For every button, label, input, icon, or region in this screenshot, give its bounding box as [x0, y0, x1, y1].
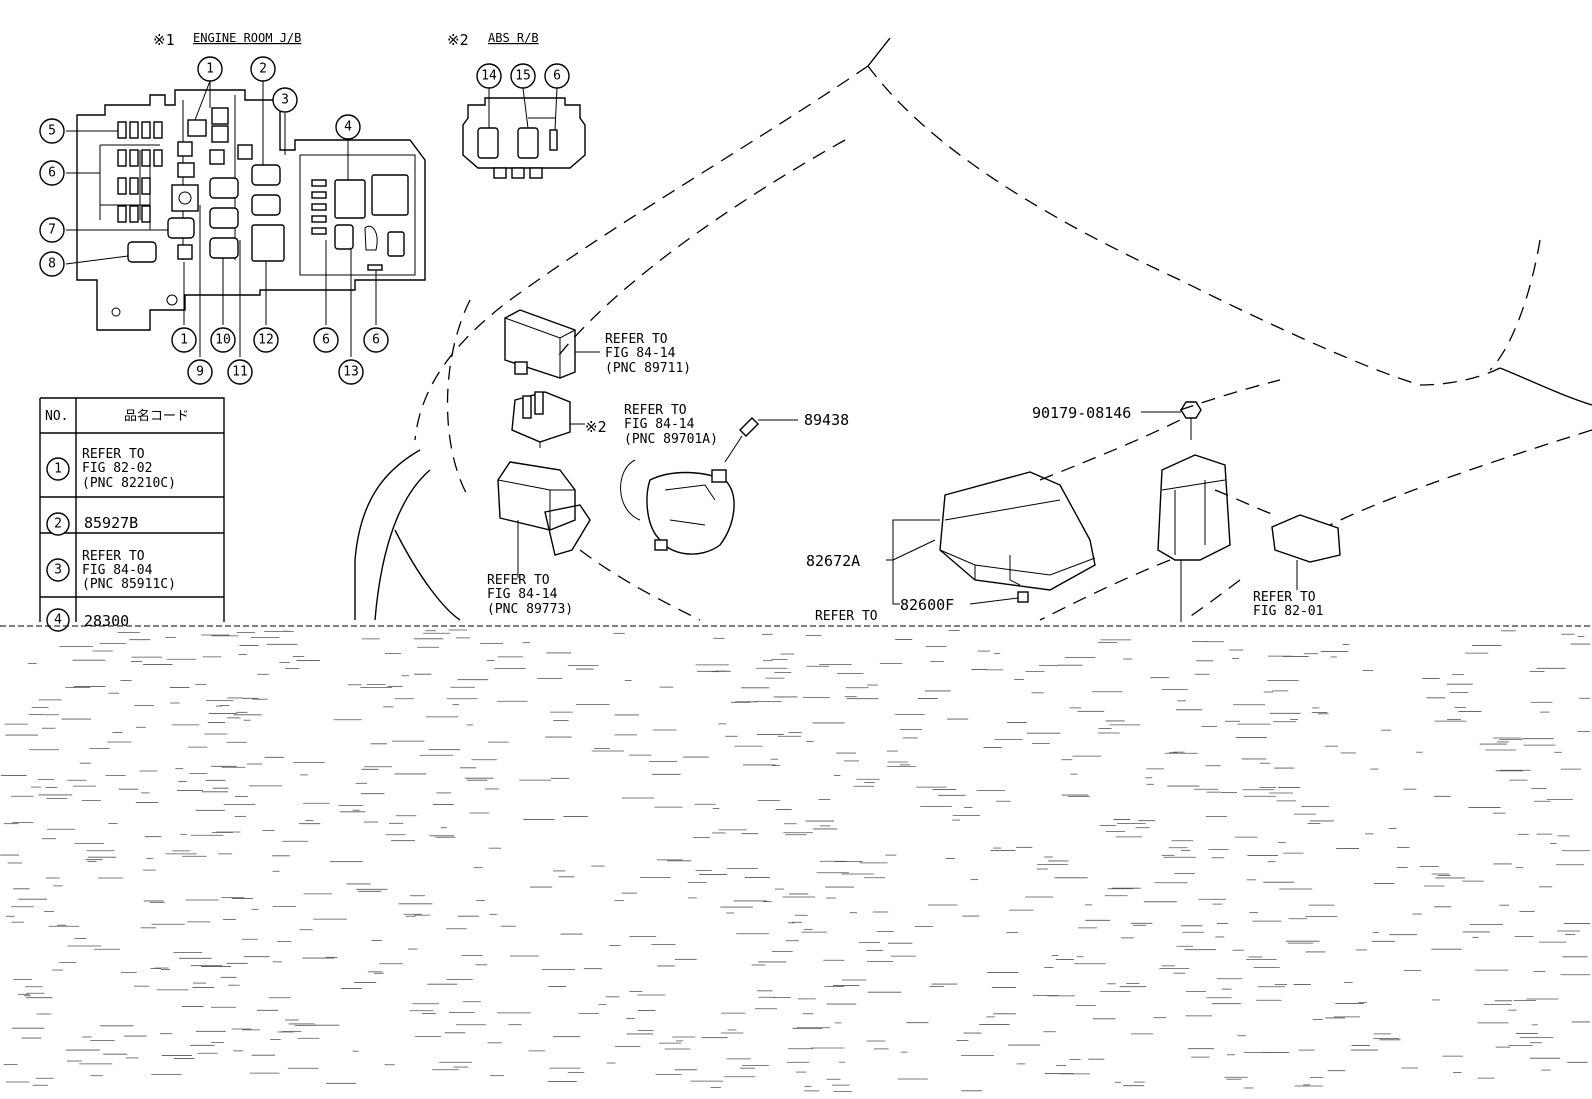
svg-text:6: 6: [553, 69, 561, 84]
fuse-box-bracket: [1157, 454, 1231, 622]
svg-text:11: 11: [232, 365, 248, 380]
svg-text:4: 4: [344, 120, 352, 135]
svg-text:9: 9: [196, 365, 204, 380]
sensor-label: 89438: [804, 411, 849, 429]
mounting-bolt: [1141, 401, 1202, 440]
svg-text:FIG 82-02: FIG 82-02: [82, 461, 152, 476]
jb1-callout: 12: [253, 327, 279, 353]
svg-text:8: 8: [48, 257, 56, 272]
body-outline: [354, 37, 1592, 621]
svg-text:(PNC 82210C): (PNC 82210C): [82, 476, 176, 491]
svg-text:12: 12: [258, 333, 274, 348]
abs-relay-block: [462, 87, 586, 179]
jb2-marker: ※2: [447, 31, 469, 49]
svg-text:1: 1: [180, 333, 188, 348]
fuse-box-cover: [939, 471, 1096, 591]
refer-to-label: REFER TO: [815, 609, 878, 624]
jb1-callout: 10: [210, 327, 236, 353]
relay-bottom-label: FIG 84-14: [487, 587, 558, 602]
scan-noise-area: [0, 629, 1590, 1093]
svg-text:6: 6: [372, 333, 380, 348]
relay-mid-label: FIG 84-14: [624, 417, 695, 432]
relay-top-label: REFER TO: [605, 332, 668, 347]
bracket-clip: [1271, 514, 1341, 590]
box-leader: [969, 597, 1019, 605]
svg-text:REFER TO: REFER TO: [82, 549, 145, 564]
jb1-callout: 4: [335, 114, 361, 140]
jb1-callout: 1: [171, 327, 197, 353]
relay-mid-label: REFER TO: [624, 403, 687, 418]
svg-text:3: 3: [281, 93, 289, 108]
jb1-callout: 2: [250, 56, 276, 82]
table-header-code: 品名コード: [124, 408, 189, 424]
relay-mid: [511, 391, 585, 448]
jb1-title: ENGINE ROOM J/B: [193, 31, 301, 45]
svg-text:6: 6: [48, 166, 56, 181]
svg-text:2: 2: [54, 517, 62, 532]
engine-room-junction-block: [65, 80, 426, 357]
jb1-callout: 11: [227, 359, 253, 385]
svg-text:15: 15: [515, 69, 531, 84]
relay-bottom: [497, 461, 591, 578]
svg-text:6: 6: [322, 333, 330, 348]
svg-text:2: 2: [259, 62, 267, 77]
relay-mid-marker: ※2: [585, 418, 607, 436]
jb1-callout: 5: [39, 118, 65, 144]
bolt-label: 90179-08146: [1032, 404, 1131, 422]
abs-actuator: [620, 459, 735, 555]
table-row: 2 85927B: [46, 512, 138, 536]
jb1-callout: 6: [313, 327, 339, 353]
pressure-sensor: [724, 417, 798, 463]
relay-bottom-label: REFER TO: [487, 573, 550, 588]
cover-label: 82672A: [806, 552, 860, 570]
jb1-callout: 7: [39, 217, 65, 243]
relay-mid-label: (PNC 89701A): [624, 432, 718, 447]
part-number-table: [39, 397, 225, 622]
relay-top-label: (PNC 89711): [605, 361, 691, 376]
jb1-callout: 9: [187, 359, 213, 385]
relay-bottom-label: (PNC 89773): [487, 602, 573, 617]
svg-text:FIG 84-04: FIG 84-04: [82, 563, 153, 578]
table-row: 3 REFER TO FIG 84-04 (PNC 85911C): [46, 549, 176, 592]
svg-text:4: 4: [54, 613, 62, 628]
cover-leader: [886, 519, 940, 605]
bracket-label: FIG 82-01: [1253, 604, 1323, 619]
relay-top-label: FIG 84-14: [605, 346, 676, 361]
jb2-callout: 14: [476, 63, 502, 89]
fuse-rows-6: [117, 149, 163, 223]
jb1-callout: 1: [197, 56, 223, 82]
table-row: 1 REFER TO FIG 82-02 (PNC 82210C): [46, 447, 176, 491]
jb1-callout: 6: [363, 327, 389, 353]
svg-text:13: 13: [343, 365, 359, 380]
svg-text:85927B: 85927B: [84, 514, 138, 532]
relay-top: [504, 309, 600, 379]
svg-text:(PNC 85911C): (PNC 85911C): [82, 577, 176, 592]
svg-text:14: 14: [481, 69, 497, 84]
jb2-title: ABS R/B: [488, 31, 539, 45]
jb1-marker: ※1: [153, 31, 175, 49]
jb2-callout: 6: [544, 63, 570, 89]
svg-text:1: 1: [206, 62, 214, 77]
svg-text:3: 3: [54, 563, 62, 578]
table-header-no: NO.: [45, 409, 68, 424]
jb1-callout: 6: [39, 160, 65, 186]
jb1-callout: 3: [272, 87, 298, 113]
jb1-callout: 8: [39, 251, 65, 277]
bracket-label: REFER TO: [1253, 590, 1316, 605]
svg-text:5: 5: [48, 124, 56, 139]
svg-text:7: 7: [48, 223, 56, 238]
box-label: 82600F: [900, 596, 954, 614]
svg-text:1: 1: [54, 462, 62, 477]
connector-small: [1017, 591, 1029, 603]
svg-text:10: 10: [215, 333, 231, 348]
fuse-row-5: [117, 121, 163, 139]
svg-text:REFER TO: REFER TO: [82, 447, 145, 462]
jb1-callout: 13: [338, 359, 364, 385]
jb2-callout: 15: [510, 63, 536, 89]
